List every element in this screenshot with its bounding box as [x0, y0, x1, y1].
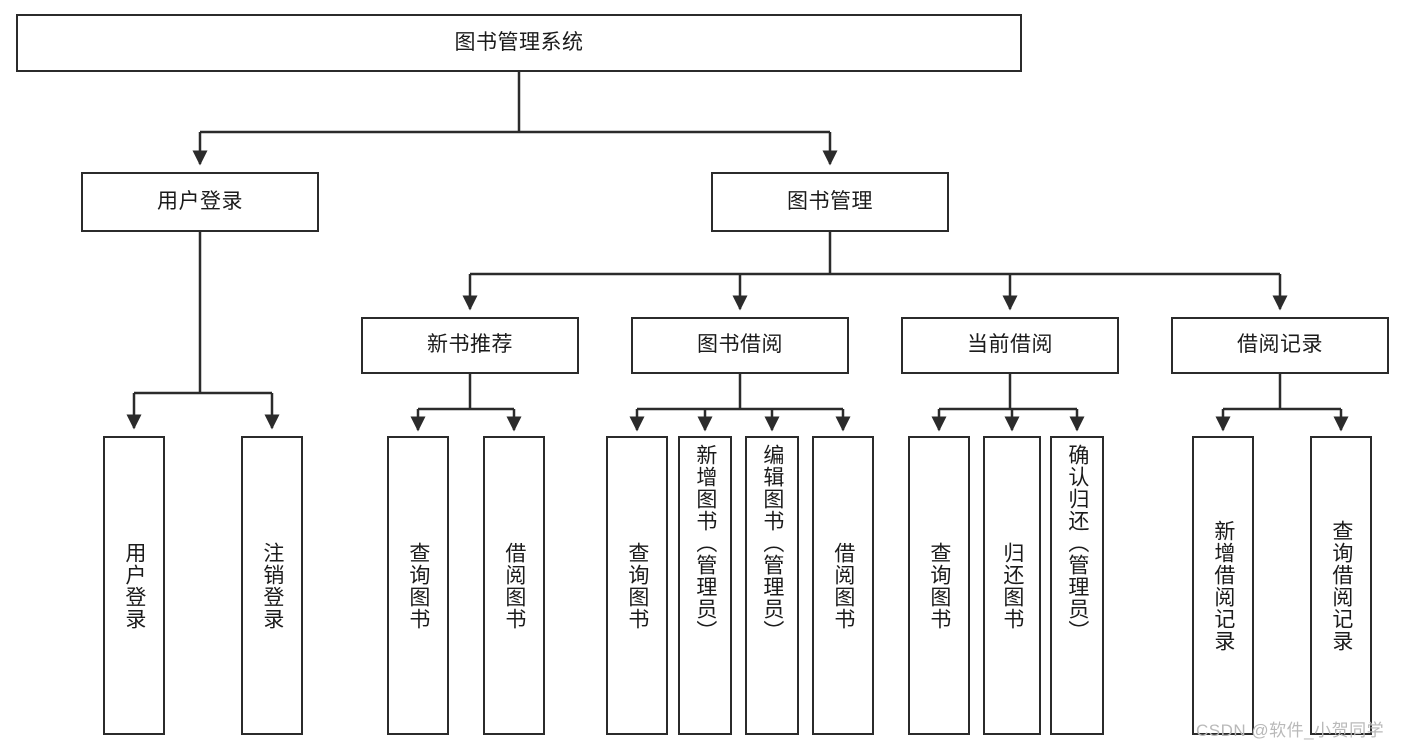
node-label: 借阅记录	[1237, 333, 1323, 357]
node-label: 编辑图书（管理员）	[760, 444, 784, 642]
node-label: 用户登录	[157, 189, 243, 213]
node-label: 新书推荐	[427, 333, 513, 357]
node-leaf-user-logout[interactable]: 注销登录	[241, 436, 303, 735]
node-current-borrowing[interactable]: 当前借阅	[901, 317, 1119, 374]
node-leaf-return-book[interactable]: 归还图书	[983, 436, 1041, 735]
node-book-management[interactable]: 图书管理	[711, 172, 949, 232]
node-label: 查询图书	[927, 541, 951, 630]
node-label: 确认归还（管理员）	[1065, 444, 1089, 642]
node-new-book-recommendation[interactable]: 新书推荐	[361, 317, 579, 374]
node-label: 注销登录	[260, 541, 284, 630]
node-leaf-query-book-recommendation[interactable]: 查询图书	[387, 436, 449, 735]
node-leaf-add-book-admin[interactable]: 新增图书（管理员）	[678, 436, 732, 735]
node-label: 借阅图书	[502, 541, 526, 630]
node-label: 新增图书（管理员）	[693, 444, 717, 642]
node-leaf-query-borrow-record[interactable]: 查询借阅记录	[1310, 436, 1372, 735]
node-label: 借阅图书	[831, 541, 855, 630]
node-label: 图书借阅	[697, 333, 783, 357]
node-label: 查询图书	[406, 541, 430, 630]
node-label: 新增借阅记录	[1211, 519, 1235, 652]
node-leaf-query-book-borrowing[interactable]: 查询图书	[606, 436, 668, 735]
node-label: 图书管理	[787, 189, 873, 213]
node-label: 查询借阅记录	[1329, 519, 1353, 652]
node-label: 归还图书	[1000, 541, 1024, 630]
node-label: 用户登录	[122, 541, 146, 630]
node-leaf-user-login[interactable]: 用户登录	[103, 436, 165, 735]
node-borrowing-records[interactable]: 借阅记录	[1171, 317, 1389, 374]
node-leaf-query-book-current[interactable]: 查询图书	[908, 436, 970, 735]
node-leaf-borrow-book-recommendation[interactable]: 借阅图书	[483, 436, 545, 735]
node-leaf-borrow-book-borrowing[interactable]: 借阅图书	[812, 436, 874, 735]
node-leaf-confirm-return-admin[interactable]: 确认归还（管理员）	[1050, 436, 1104, 735]
node-book-borrowing[interactable]: 图书借阅	[631, 317, 849, 374]
node-root-system[interactable]: 图书管理系统	[16, 14, 1022, 72]
node-label: 当前借阅	[967, 333, 1053, 357]
node-user-login[interactable]: 用户登录	[81, 172, 319, 232]
node-label: 查询图书	[625, 541, 649, 630]
node-leaf-add-borrow-record[interactable]: 新增借阅记录	[1192, 436, 1254, 735]
node-label: 图书管理系统	[454, 30, 584, 54]
node-leaf-edit-book-admin[interactable]: 编辑图书（管理员）	[745, 436, 799, 735]
